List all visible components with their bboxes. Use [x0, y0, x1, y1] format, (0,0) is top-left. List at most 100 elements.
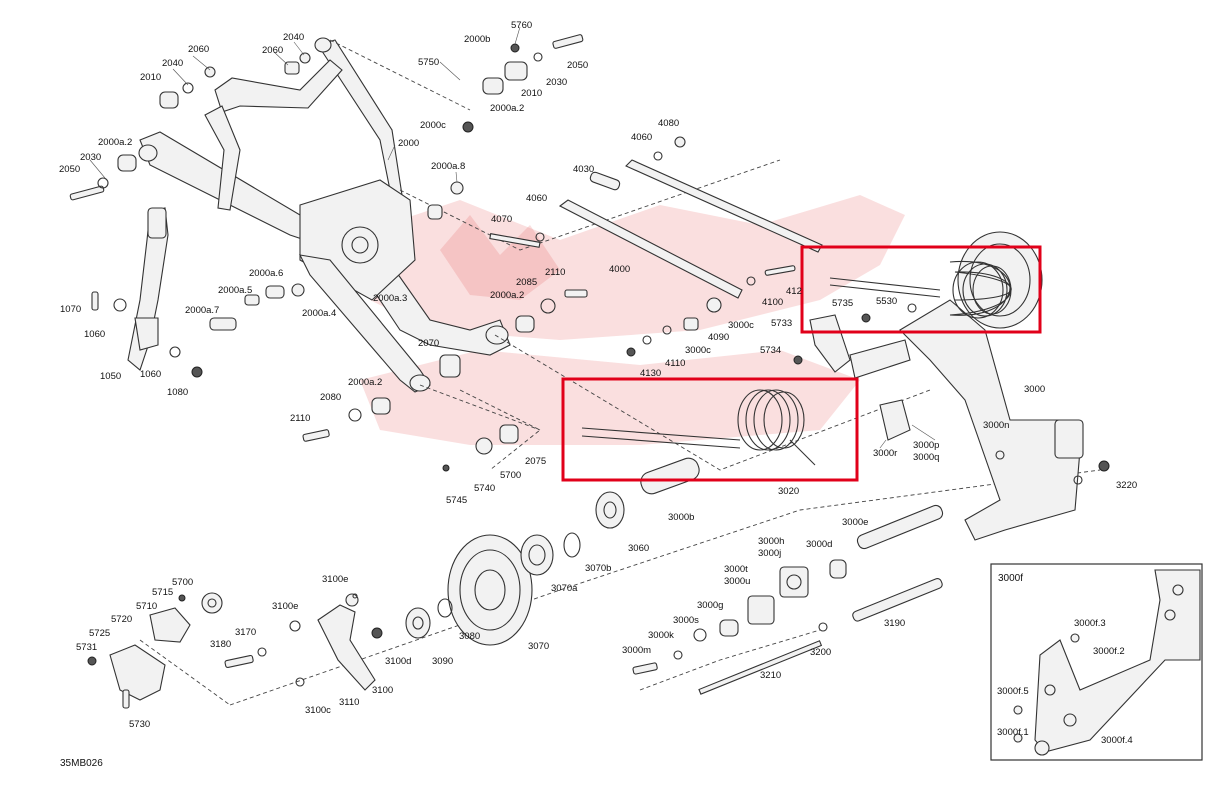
part-callouts: 2060 2040 2060 2040 2010 2000b 5760 5750… — [59, 20, 1137, 746]
part-callout: 3100e — [272, 601, 298, 612]
highlight-box-upper-spring — [800, 245, 1042, 334]
part-callout: 3000 — [1024, 384, 1045, 395]
part-callout: 3000r — [873, 448, 897, 459]
part-callout: 1080 — [167, 387, 188, 398]
part-callout: 3100 — [372, 685, 393, 696]
part-callout: 2050 — [567, 60, 588, 71]
part-callout: 1070 — [60, 304, 81, 315]
part-callout: 3060 — [628, 543, 649, 554]
part-callout: 2000a.5 — [218, 285, 252, 296]
part-callout: 412 — [786, 286, 802, 297]
part-callout: 3100e — [322, 574, 348, 585]
part-callout: 5740 — [474, 483, 495, 494]
part-callout: 3070a — [551, 583, 578, 594]
inset-3000f: 3000f — [990, 563, 1203, 761]
part-callout: 3000f.4 — [1101, 735, 1133, 746]
link-rods — [489, 159, 823, 299]
part-callout: 3000e — [842, 517, 868, 528]
torsion-spring-upper — [829, 260, 1012, 319]
part-callout: 5735 — [832, 298, 853, 309]
part-callout: 1060 — [140, 369, 161, 380]
part-callout: 2000a.2 — [98, 137, 132, 148]
part-callout: 2085 — [516, 277, 537, 288]
part-callout: 4090 — [708, 332, 729, 343]
part-callout: 2000c — [420, 120, 446, 131]
part-callout: 3000f.2 — [1093, 646, 1125, 657]
part-callout: 5750 — [418, 57, 439, 68]
part-callout: 3000g — [697, 600, 723, 611]
part-callout: 2110 — [290, 413, 310, 424]
part-callout: 2000b — [464, 34, 490, 45]
part-callout: 2000a.8 — [431, 161, 465, 172]
part-callout: 2010 — [521, 88, 542, 99]
part-callout: 3000b — [668, 512, 694, 523]
part-callout: 2080 — [320, 392, 341, 403]
part-callout: 3000f.5 — [997, 686, 1029, 697]
part-callout: 3190 — [884, 618, 905, 629]
part-callout: 5760 — [511, 20, 532, 31]
part-callout: 3000p — [913, 440, 939, 451]
part-callout: 3070 — [528, 641, 549, 652]
part-callout: 3000t — [724, 564, 748, 575]
part-callout: 5730 — [129, 719, 150, 730]
part-callout: 5710 — [136, 601, 157, 612]
torsion-spring-lower — [581, 389, 816, 495]
part-callout: 2075 — [525, 456, 546, 467]
part-callout: 2040 — [283, 32, 304, 43]
part-callout: 2000a.6 — [249, 268, 283, 279]
part-callout: 2000a.2 — [490, 103, 524, 114]
part-callout: 5731 — [76, 642, 97, 653]
part-callout: 3000j — [758, 548, 781, 559]
inset-title: 3000f — [998, 573, 1023, 584]
leader-lines — [89, 26, 936, 449]
part-callout: 2000a.4 — [302, 308, 336, 319]
part-callout: 3000q — [913, 452, 939, 463]
part-callout: 3070b — [585, 563, 611, 574]
part-callout: 4080 — [658, 118, 679, 129]
part-callout: 2030 — [546, 77, 567, 88]
part-callout: 3110 — [339, 697, 359, 708]
part-callout: 5734 — [760, 345, 781, 356]
foot-lever — [127, 207, 169, 371]
part-callout: 2000a.2 — [348, 377, 382, 388]
part-callout: 3100d — [385, 656, 411, 667]
part-callout: 3000n — [983, 420, 1009, 431]
part-callout: 4000 — [609, 264, 630, 275]
part-callout: 5700 — [172, 577, 193, 588]
part-callout: 5715 — [152, 587, 173, 598]
rear-frame-assembly — [698, 231, 1084, 695]
part-callout: 2000a.2 — [490, 290, 524, 301]
highlight-box-lower-spring — [561, 377, 859, 482]
part-callout: 3000d — [806, 539, 832, 550]
part-callout: 3000k — [648, 630, 674, 641]
part-callout: 4130 — [640, 368, 661, 379]
part-callout: 3170 — [235, 627, 256, 638]
part-callout: 3000m — [622, 645, 651, 656]
part-callout: 3000f.3 — [1074, 618, 1106, 629]
part-callout: 5700 — [500, 470, 521, 481]
part-callout: 2050 — [59, 164, 80, 175]
diagram-code: 35MB026 — [60, 758, 103, 769]
part-callout: 4100 — [762, 297, 783, 308]
part-callout: 4030 — [573, 164, 594, 175]
part-callout: 2000a.7 — [185, 305, 219, 316]
part-callout: 4070 — [491, 214, 512, 225]
part-callout: 3000h — [758, 536, 784, 547]
part-callout: 1050 — [100, 371, 121, 382]
part-callout: 2030 — [80, 152, 101, 163]
part-callout: 3000s — [673, 615, 699, 626]
part-callout: 2060 — [188, 44, 209, 55]
part-callout: 2070 — [418, 338, 439, 349]
part-callout: 4110 — [665, 358, 685, 369]
part-callout: 3000c — [728, 320, 754, 331]
part-callout: 4060 — [526, 193, 547, 204]
part-callout: 2000 — [398, 138, 419, 149]
part-callout: 2110 — [545, 267, 565, 278]
part-callout: 4060 — [631, 132, 652, 143]
part-callout: 5725 — [89, 628, 110, 639]
idler-wheels — [405, 491, 625, 646]
part-callout: 3220 — [1116, 480, 1137, 491]
part-callout: 3090 — [432, 656, 453, 667]
lower-arm-and-sensor — [109, 592, 376, 701]
